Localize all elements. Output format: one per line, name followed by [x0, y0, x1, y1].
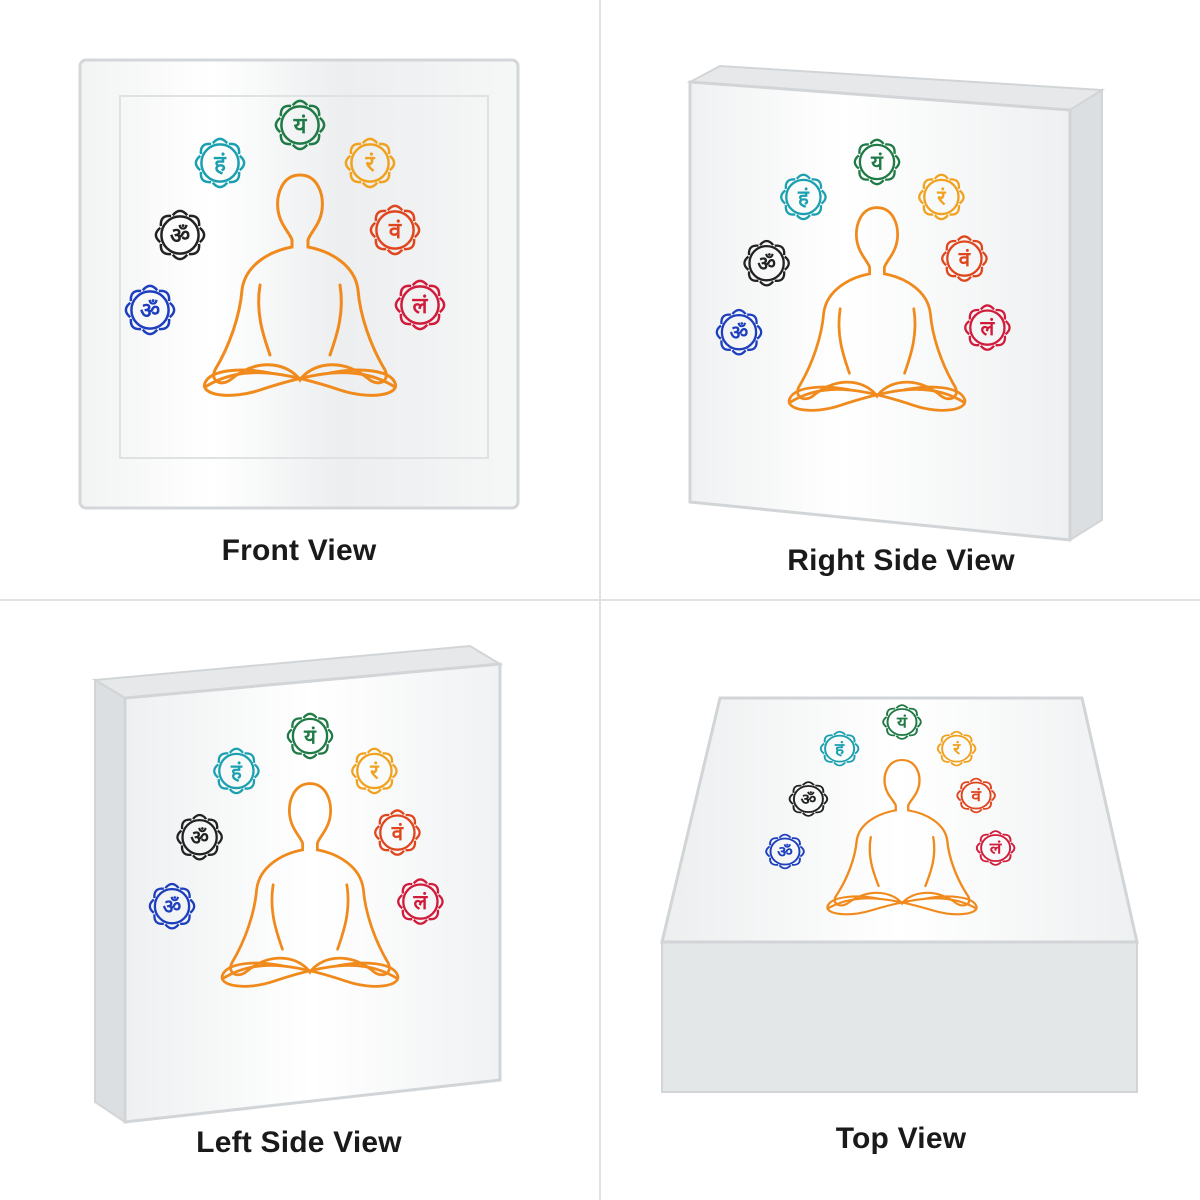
selenite-block — [78, 58, 520, 510]
solar-plexus-chakra-icon: रं — [351, 747, 398, 795]
solar-plexus-chakra-icon: रं — [936, 730, 977, 767]
right-side-view-photo: यं हं रं ॐ वं ॐ लं — [686, 64, 1106, 542]
heart-chakra-glyph: यं — [303, 724, 317, 748]
throat-chakra-glyph: हं — [834, 740, 846, 758]
throat-chakra-icon: हं — [194, 137, 246, 189]
panel-top-view: यं हं रं ॐ वं ॐ लं Top View — [602, 602, 1200, 1200]
front-view-photo: यं हं रं ॐ वं ॐ लं — [78, 58, 520, 510]
panel-right-side-view: यं हं रं ॐ वं ॐ लं Right Side View — [602, 0, 1200, 598]
root-chakra-glyph: लं — [980, 316, 996, 340]
solar-plexus-chakra-glyph: रं — [369, 759, 379, 783]
heart-chakra-glyph: यं — [293, 114, 308, 139]
crown-chakra-icon: ॐ — [148, 882, 196, 930]
sacral-chakra-glyph: वं — [970, 787, 982, 805]
selenite-block — [660, 696, 1139, 944]
throat-chakra-glyph: हं — [230, 759, 243, 783]
selenite-block — [123, 662, 502, 1124]
crown-chakra-icon: ॐ — [124, 284, 176, 336]
heart-chakra-icon: यं — [286, 712, 334, 760]
third-eye-chakra-icon: ॐ — [743, 239, 790, 287]
panel-front-view: यं हं रं ॐ वं ॐ लं Front View — [0, 0, 598, 598]
left-side-view-photo: यं हं रं ॐ वं ॐ लं — [91, 644, 504, 1124]
top-view-photo: यं हं रं ॐ वं ॐ लं — [660, 696, 1139, 1093]
sacral-chakra-icon: वं — [941, 235, 988, 282]
chakra-set: यं हं रं ॐ वं ॐ लं — [715, 138, 1011, 356]
solar-plexus-chakra-glyph: रं — [936, 185, 946, 209]
caption-front-view: Front View — [221, 534, 377, 567]
sacral-chakra-glyph: वं — [958, 247, 971, 271]
heart-chakra-glyph: यं — [896, 713, 909, 731]
throat-chakra-glyph: हं — [213, 152, 227, 177]
solar-plexus-chakra-icon: रं — [344, 137, 396, 189]
crown-chakra-glyph: ॐ — [140, 299, 160, 324]
sacral-chakra-glyph: वं — [391, 821, 404, 845]
third-eye-chakra-icon: ॐ — [154, 209, 206, 261]
sacral-chakra-icon: वं — [369, 204, 421, 256]
throat-chakra-glyph: हं — [797, 185, 810, 209]
chakra-set: यं हं रं ॐ वं ॐ लं — [148, 712, 444, 930]
meditating-figure — [203, 173, 397, 397]
root-chakra-glyph: लं — [413, 890, 429, 914]
panel-left-side-view: यं हं रं ॐ वं ॐ लं Left Side View — [0, 602, 598, 1200]
meditating-figure — [787, 206, 967, 412]
root-chakra-icon: लं — [397, 878, 444, 925]
horizontal-divider — [0, 599, 1200, 601]
heart-chakra-glyph: यं — [870, 150, 884, 174]
crown-chakra-icon: ॐ — [715, 308, 763, 356]
selenite-block — [688, 80, 1072, 542]
crown-chakra-glyph: ॐ — [777, 843, 793, 861]
heart-chakra-icon: यं — [274, 99, 326, 151]
caption-right-side-view: Right Side View — [787, 544, 1015, 577]
root-chakra-icon: लं — [964, 304, 1011, 351]
third-eye-chakra-glyph: ॐ — [190, 826, 208, 850]
throat-chakra-icon: हं — [213, 747, 260, 795]
third-eye-chakra-glyph: ॐ — [757, 252, 775, 276]
solar-plexus-chakra-icon: रं — [918, 173, 965, 221]
solar-plexus-chakra-glyph: रं — [952, 740, 961, 758]
crown-chakra-glyph: ॐ — [163, 895, 181, 919]
throat-chakra-icon: हं — [780, 173, 827, 221]
heart-chakra-icon: यं — [853, 138, 901, 186]
sacral-chakra-icon: वं — [374, 809, 421, 856]
crown-chakra-icon: ॐ — [765, 833, 805, 870]
third-eye-chakra-icon: ॐ — [788, 781, 829, 817]
third-eye-chakra-icon: ॐ — [176, 813, 223, 861]
meditating-figure — [220, 782, 400, 988]
third-eye-chakra-glyph: ॐ — [801, 790, 817, 808]
meditating-figure — [826, 758, 978, 916]
root-chakra-icon: लं — [975, 830, 1016, 866]
root-chakra-glyph: लं — [989, 839, 1003, 857]
third-eye-chakra-glyph: ॐ — [170, 224, 190, 249]
crown-chakra-glyph: ॐ — [730, 321, 748, 345]
caption-top-view: Top View — [835, 1122, 967, 1155]
sacral-chakra-icon: वं — [956, 777, 996, 814]
root-chakra-icon: लं — [394, 279, 446, 331]
throat-chakra-icon: हं — [819, 730, 860, 767]
chakra-set: यं हं रं ॐ वं ॐ लं — [765, 704, 1016, 870]
sacral-chakra-glyph: वं — [388, 219, 402, 244]
solar-plexus-chakra-glyph: रं — [365, 152, 376, 177]
root-chakra-glyph: लं — [412, 294, 429, 319]
heart-chakra-icon: यं — [882, 704, 922, 740]
chakra-set: यं हं रं ॐ वं ॐ लं — [124, 99, 446, 336]
caption-left-side-view: Left Side View — [196, 1126, 402, 1159]
